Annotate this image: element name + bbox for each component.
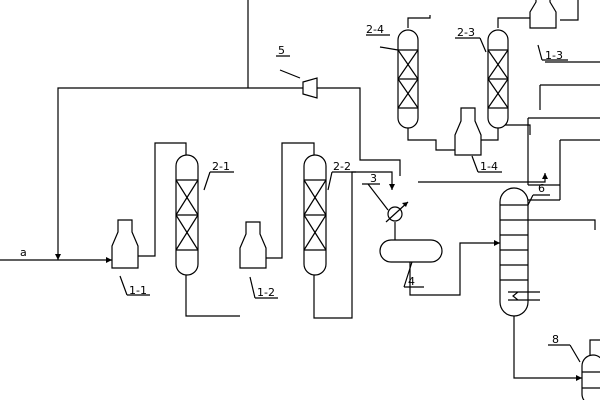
- label-2-1: 2-1: [212, 160, 230, 173]
- label-2-3: 2-3: [457, 26, 475, 39]
- separator-4: [379, 239, 443, 263]
- line-2-1-to-1-2: [185, 275, 240, 317]
- line-2-2-outlet: [313, 171, 393, 319]
- reactor-2-2: [303, 154, 327, 276]
- line-column-to-vessel: [513, 315, 582, 379]
- line-1-4-to-2-3: [480, 128, 499, 141]
- reboiler: [508, 291, 540, 301]
- label-8: 8: [552, 333, 559, 346]
- arrow-gas-right: [542, 173, 548, 179]
- line-2-3-to-right: [505, 124, 531, 135]
- heater-1-3: [529, 0, 557, 29]
- recycle-gas-line: [57, 87, 305, 260]
- label-5: 5: [278, 44, 285, 57]
- reactor-2-4: [397, 29, 419, 129]
- line-2-4-bottom: [407, 128, 455, 151]
- cooler-3: [385, 201, 409, 223]
- label-1-4: 1-4: [480, 160, 498, 173]
- line-1-3-top: [560, 0, 579, 21]
- cooler-arrow: [402, 202, 408, 207]
- reactor-2-1: [175, 154, 199, 276]
- feed-arrow: [106, 257, 112, 263]
- arrow-to-cooler: [389, 184, 395, 190]
- line-2-4-top: [407, 15, 431, 28]
- label-1-1: 1-1: [129, 284, 147, 297]
- line-vessel-top: [589, 339, 600, 355]
- line-gas-to-right: [418, 173, 546, 183]
- label-1-3: 1-3: [545, 49, 563, 62]
- label-2-4: 2-4: [366, 23, 384, 36]
- compressor-5: [302, 77, 318, 99]
- column-6: [499, 187, 540, 317]
- label-leaders: [119, 34, 581, 363]
- recycle-arrow: [55, 254, 61, 260]
- labels: a 1-1 1-2 1-3 1-4 2-1 2-2 2-3 2-4 3 4 5 …: [20, 23, 563, 346]
- heater-1-2: [239, 221, 267, 269]
- label-1-2: 1-2: [257, 286, 275, 299]
- label-2-2: 2-2: [333, 160, 351, 173]
- label-6: 6: [538, 182, 545, 195]
- label-3: 3: [370, 172, 377, 185]
- piping: [0, 0, 600, 381]
- feed-label: a: [20, 246, 27, 259]
- reactor-2-3: [487, 29, 509, 129]
- arrow-to-column: [494, 240, 500, 246]
- line-1-2-to-2-2: [266, 142, 315, 259]
- heater-1-1: [111, 219, 139, 269]
- label-4: 4: [408, 275, 415, 288]
- line-1-1-to-2-1: [138, 142, 187, 257]
- vessel-8: [581, 354, 600, 400]
- heater-1-4: [454, 107, 482, 156]
- line-separator-to-column: [409, 242, 500, 296]
- arrow-to-vessel: [576, 375, 582, 381]
- compressor-discharge-line: [316, 87, 401, 176]
- header-line-8: [528, 219, 596, 230]
